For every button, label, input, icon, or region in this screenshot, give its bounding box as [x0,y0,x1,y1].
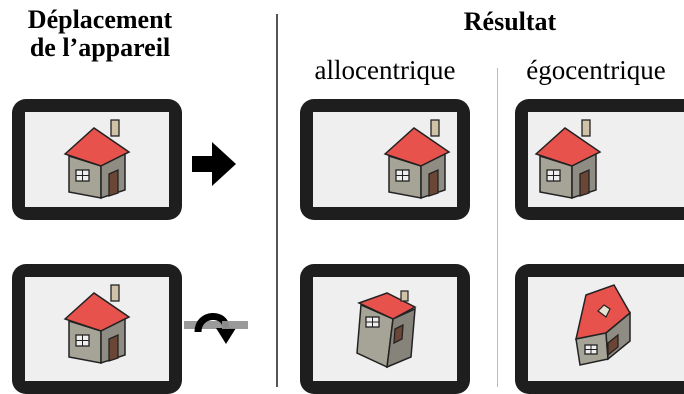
device-tablet-translation [12,99,182,220]
rotation-arrow-icon [184,313,248,344]
house-icon [383,119,451,200]
tablet-screen [313,277,457,381]
result-title: Résultat [463,7,557,36]
house-icon [356,290,417,369]
allocentric-tablet-rotation [300,264,470,394]
main-divider [276,14,278,387]
device-movement-title-line1: Déplacement [27,5,173,34]
house-icon [575,284,631,366]
egocentric-tablet-rotation [515,264,684,394]
device-movement-title: Déplacement de l’appareil [0,6,200,62]
arrow-right-icon [192,142,236,186]
allocentric-label: allocentrique [314,55,456,85]
house-icon [534,119,602,200]
tablet-screen [528,112,684,207]
allocentric-tablet-translation [300,99,470,220]
egocentric-tablet-translation [515,99,684,220]
tablet-screen [25,277,169,381]
tablet-screen [528,277,684,381]
device-movement-title-line2: de l’appareil [29,33,171,62]
tablet-screen [25,112,169,207]
house-icon [63,119,131,200]
tablet-screen [313,112,457,207]
device-tablet-rotation [12,264,182,394]
egocentric-label: égocentrique [526,55,666,85]
house-icon [63,284,131,365]
result-divider [497,68,498,387]
